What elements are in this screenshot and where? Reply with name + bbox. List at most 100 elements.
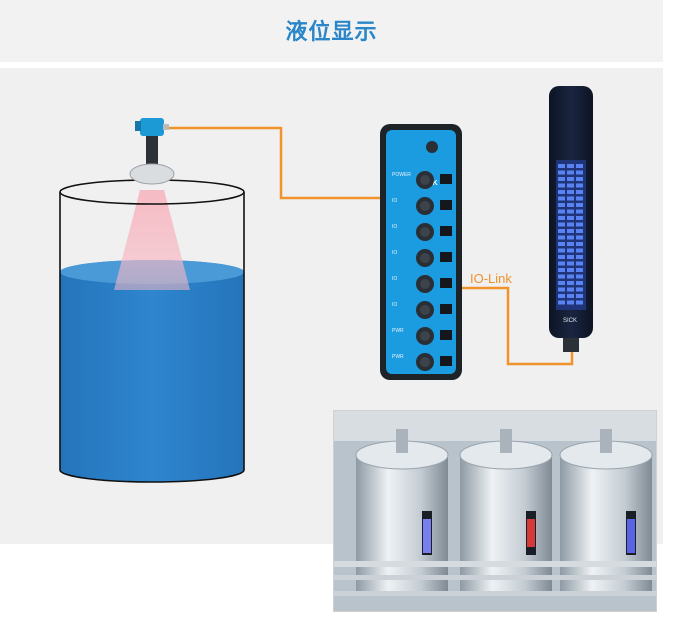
led-segment bbox=[567, 248, 574, 253]
led-segment bbox=[576, 300, 583, 305]
page-title: 液位显示 bbox=[285, 20, 378, 45]
port-label: IO bbox=[392, 224, 397, 230]
led-segment bbox=[576, 164, 583, 168]
port-label: IO bbox=[392, 302, 397, 308]
led-segment bbox=[576, 183, 583, 188]
led-segment bbox=[567, 235, 574, 240]
led-segment bbox=[567, 209, 574, 214]
led-segment bbox=[576, 281, 583, 285]
led-segment bbox=[558, 229, 565, 233]
led-segment bbox=[558, 209, 565, 214]
led-segment bbox=[576, 216, 583, 220]
led-segment bbox=[567, 164, 574, 168]
led-segment bbox=[567, 268, 574, 272]
led-segment bbox=[558, 287, 565, 292]
radar-beam bbox=[114, 190, 190, 290]
module-port: IO bbox=[392, 223, 452, 241]
led-segment bbox=[576, 190, 583, 194]
led-segment bbox=[576, 294, 583, 298]
led-segment bbox=[576, 255, 583, 259]
port-label: IO bbox=[392, 276, 397, 282]
iolink-wire bbox=[430, 286, 574, 366]
led-segment bbox=[576, 242, 583, 246]
led-segment bbox=[576, 170, 583, 175]
led-segment bbox=[567, 261, 574, 266]
radar-level-sensor bbox=[129, 118, 175, 185]
led-segment bbox=[558, 203, 565, 207]
tank-liquid bbox=[60, 260, 244, 482]
led-segment bbox=[558, 294, 565, 298]
port-label: PWR bbox=[392, 328, 404, 334]
industrial-tanks-photo bbox=[333, 410, 657, 612]
module-ports: POWER IO IO IO IO IO PWR PWR bbox=[392, 171, 452, 371]
io-link-label: IO-Link bbox=[470, 271, 512, 286]
led-segment bbox=[576, 287, 583, 292]
led-segment bbox=[558, 196, 565, 201]
led-segment bbox=[567, 287, 574, 292]
led-segment bbox=[567, 300, 574, 305]
led-segment bbox=[567, 196, 574, 201]
led-segment bbox=[576, 196, 583, 201]
module-port: POWER bbox=[392, 171, 452, 189]
led-level-indicator-tower: SICK bbox=[549, 86, 593, 352]
tower-led-segments bbox=[558, 164, 583, 305]
led-segment bbox=[558, 170, 565, 175]
led-segment bbox=[567, 281, 574, 285]
tanks-illustration bbox=[334, 411, 656, 611]
led-segment bbox=[576, 235, 583, 240]
led-segment bbox=[576, 268, 583, 272]
led-segment bbox=[558, 300, 565, 305]
port-label: IO bbox=[392, 198, 397, 204]
led-segment bbox=[567, 170, 574, 175]
led-segment bbox=[558, 281, 565, 285]
tank bbox=[59, 179, 245, 483]
photo-tank bbox=[459, 429, 553, 595]
port-label: IO bbox=[392, 250, 397, 256]
module-port: PWR bbox=[392, 327, 452, 345]
led-segment bbox=[567, 177, 574, 181]
photo-tank bbox=[355, 429, 449, 595]
port-label: POWER bbox=[392, 172, 411, 178]
module-port: IO bbox=[392, 301, 452, 319]
sensor-wire bbox=[168, 126, 418, 200]
signal-wires bbox=[168, 126, 574, 366]
led-segment bbox=[558, 235, 565, 240]
header-bar: 液位显示 bbox=[0, 0, 663, 62]
led-segment bbox=[576, 203, 583, 207]
led-segment bbox=[567, 203, 574, 207]
led-segment bbox=[558, 216, 565, 220]
port-label: PWR bbox=[392, 354, 404, 360]
led-segment bbox=[567, 183, 574, 188]
led-segment bbox=[558, 268, 565, 272]
led-segment bbox=[558, 242, 565, 246]
led-segment bbox=[576, 248, 583, 253]
led-segment bbox=[558, 190, 565, 194]
led-segment bbox=[567, 229, 574, 233]
led-segment bbox=[567, 255, 574, 259]
led-segment bbox=[558, 261, 565, 266]
module-port: IO bbox=[392, 249, 452, 267]
led-segment bbox=[576, 274, 583, 279]
tower-brand: SICK bbox=[563, 318, 577, 324]
led-segment bbox=[567, 274, 574, 279]
module-port: IO bbox=[392, 197, 452, 215]
led-segment bbox=[567, 190, 574, 194]
led-segment bbox=[558, 274, 565, 279]
led-segment bbox=[567, 222, 574, 227]
led-segment bbox=[558, 248, 565, 253]
module-port: IO bbox=[392, 275, 452, 293]
led-segment bbox=[576, 209, 583, 214]
led-segment bbox=[576, 177, 583, 181]
led-segment bbox=[558, 222, 565, 227]
led-segment bbox=[558, 164, 565, 168]
led-segment bbox=[567, 294, 574, 298]
module-port: PWR bbox=[392, 353, 452, 371]
led-segment bbox=[567, 242, 574, 246]
led-segment bbox=[558, 255, 565, 259]
led-segment bbox=[576, 261, 583, 266]
led-segment bbox=[558, 177, 565, 181]
led-segment bbox=[576, 229, 583, 233]
photo-tank bbox=[559, 429, 653, 595]
led-segment bbox=[558, 183, 565, 188]
